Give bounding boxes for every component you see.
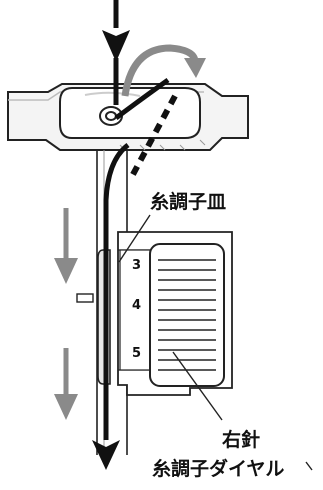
dial-number-3: 3 <box>132 258 141 273</box>
down-arrow-upper <box>54 208 78 284</box>
wrap-motion-arrow <box>121 44 206 97</box>
leader-dial <box>172 351 223 421</box>
label-tension-disc: 糸調子皿 <box>150 190 226 213</box>
thread-path <box>92 0 178 470</box>
label-dial-line1: 右針 <box>221 428 260 451</box>
thread-guide-housing <box>7 83 249 151</box>
side-tab <box>76 293 94 303</box>
tension-dial <box>117 231 233 396</box>
down-arrow-lower <box>54 348 78 420</box>
dial-number-5: 5 <box>132 346 141 361</box>
label-dial-line2: 糸調子ダイヤル <box>152 457 284 480</box>
leader-bottom-tick <box>305 461 313 471</box>
dial-number-4: 4 <box>132 298 141 313</box>
leader-tension-disc <box>118 214 151 263</box>
